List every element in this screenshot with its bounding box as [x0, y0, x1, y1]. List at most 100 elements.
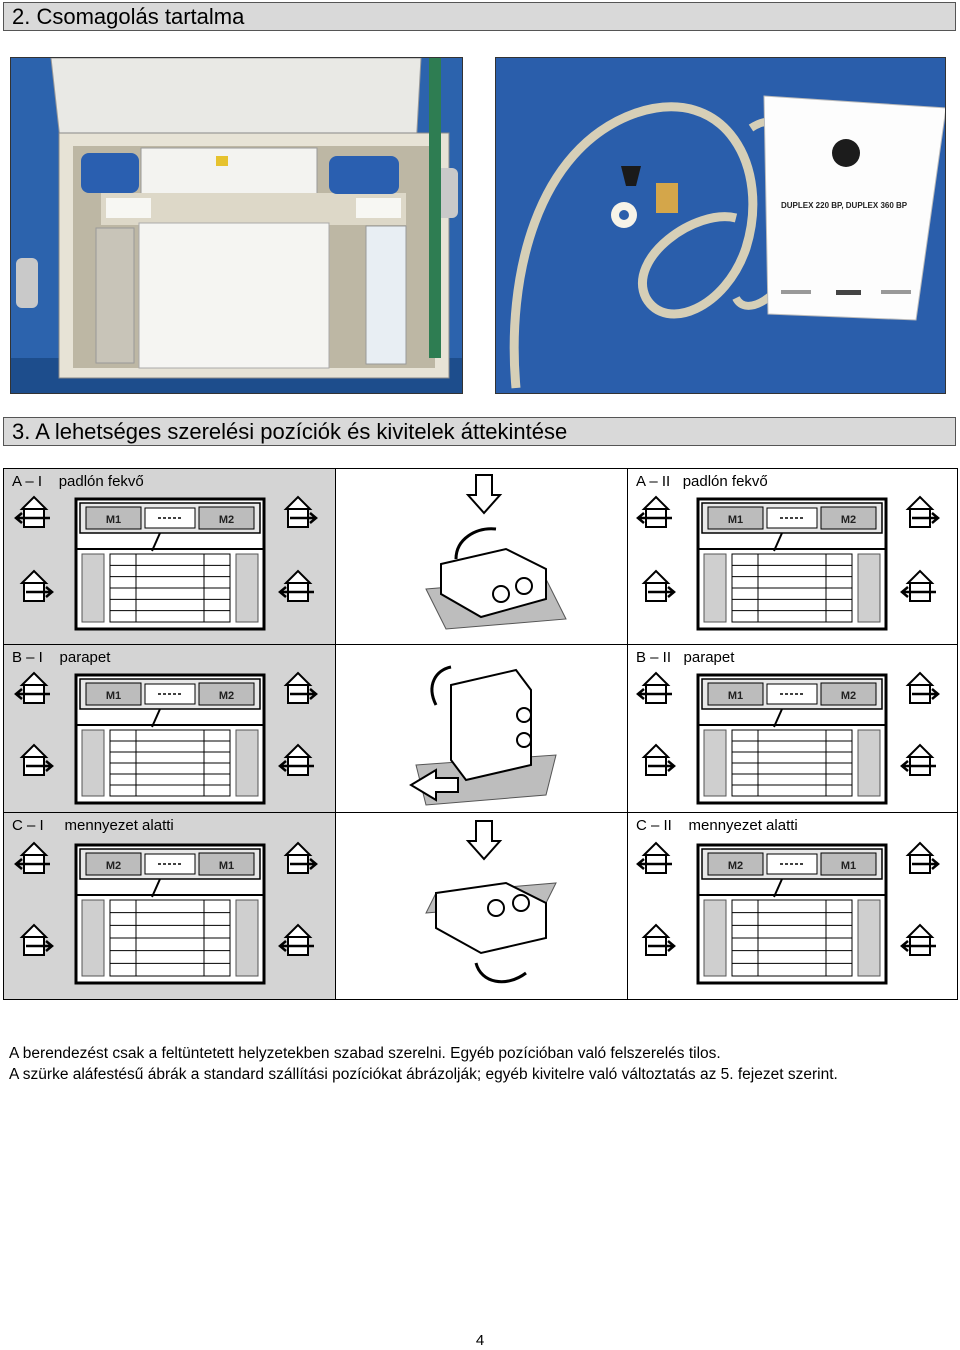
heat-exchanger — [731, 553, 853, 623]
condensate-line — [773, 532, 783, 552]
unit-box-sketch — [440, 547, 547, 619]
cell-a2: A – II padlón fekvő M1 M2 — [628, 469, 957, 645]
duct-port-icon — [900, 923, 936, 956]
motor-box: M1 — [85, 506, 142, 530]
duct-port-icon — [14, 495, 50, 528]
diagram-c1: M2 M1 — [14, 841, 318, 985]
heat-exchanger — [731, 899, 853, 977]
cell-b2: B – II parapet M1 M2 — [628, 645, 957, 813]
filter-left — [703, 553, 727, 623]
duct-port-icon — [905, 841, 940, 874]
condensate-line — [151, 532, 161, 552]
page-number: 4 — [475, 1332, 485, 1349]
section-3-heading: 3. A lehetséges szerelési pozíciók és ki… — [3, 417, 956, 446]
motor-box: M2 — [198, 506, 255, 530]
duct-port-icon — [19, 743, 54, 776]
orientation-floor-diagram — [425, 474, 567, 630]
duct-port-icon — [641, 923, 676, 956]
rotation-arrow-icon — [474, 962, 527, 984]
label-a1: A – I padlón fekvő — [12, 473, 144, 490]
unit-photo-image — [11, 58, 462, 393]
motor-box: M2 — [198, 682, 255, 706]
filter-left — [81, 729, 105, 797]
body-line-2: A szürke aláfestésű ábrák a standard szá… — [9, 1066, 838, 1083]
duct-port-icon — [900, 569, 936, 602]
diagram-a2: M1 M2 — [636, 495, 940, 631]
cell-c-orientation — [336, 813, 628, 999]
direction-arrow-icon — [409, 768, 459, 802]
rotation-arrow-icon — [454, 527, 497, 560]
motor-label: M2 — [219, 514, 234, 526]
motor-label: M2 — [728, 860, 743, 872]
diagram-b2: M1 M2 — [636, 671, 940, 805]
motor-label: M2 — [106, 860, 121, 872]
cell-b-orientation — [336, 645, 628, 813]
motor-label: M2 — [841, 690, 856, 702]
unit-box-sketch — [435, 881, 547, 955]
filter-right — [857, 899, 881, 977]
motor-label: M1 — [106, 690, 121, 702]
motor-label: M2 — [841, 514, 856, 526]
condensate-line — [773, 708, 783, 728]
heat-exchanger — [109, 553, 231, 623]
section-2-heading: 2. Csomagolás tartalma — [3, 2, 956, 31]
manual-title: DUPLEX 220 BP, DUPLEX 360 BP — [781, 201, 908, 210]
motor-label: M1 — [728, 514, 743, 526]
filter-left — [703, 899, 727, 977]
label-a2: A – II padlón fekvő — [636, 473, 768, 490]
motor-box: M1 — [707, 682, 764, 706]
orientation-wall-diagram — [409, 665, 557, 806]
duct-port-icon — [900, 743, 936, 776]
duct-port-icon — [641, 743, 676, 776]
label-b2: B – II parapet — [636, 649, 735, 666]
direction-arrow-icon — [465, 820, 503, 861]
direction-arrow-icon — [465, 474, 503, 515]
duct-port-icon — [636, 495, 672, 528]
motor-box: M1 — [707, 506, 764, 530]
motor-label: M2 — [219, 690, 234, 702]
motor-box: M2 — [85, 852, 142, 876]
motor-box: M1 — [820, 852, 877, 876]
filter-right — [857, 553, 881, 623]
motor-label: M1 — [219, 860, 234, 872]
duct-port-icon — [283, 495, 318, 528]
cell-c1: C – I mennyezet alatti M2 M1 — [4, 813, 336, 999]
diagram-b1: M1 M2 — [14, 671, 318, 805]
motor-box: M2 — [820, 506, 877, 530]
duct-port-icon — [636, 841, 672, 874]
label-b1: B – I parapet — [12, 649, 111, 666]
motor-label: M1 — [106, 514, 121, 526]
cell-c2: C – II mennyezet alatti M2 M1 — [628, 813, 957, 999]
duct-port-icon — [19, 923, 54, 956]
condensate-line — [773, 878, 783, 898]
cell-a1: A – I padlón fekvő M1 M2 — [4, 469, 336, 645]
filter-right — [235, 899, 259, 977]
unit-photo — [10, 57, 463, 394]
duct-port-icon — [905, 495, 940, 528]
accessories-photo-image: DUPLEX 220 BP, DUPLEX 360 BP — [496, 58, 945, 393]
rotation-arrow-icon — [430, 665, 452, 706]
duct-port-icon — [278, 569, 314, 602]
condensate-line — [151, 878, 161, 898]
filter-right — [235, 553, 259, 623]
duct-port-icon — [278, 743, 314, 776]
condensate-line — [151, 708, 161, 728]
label-c1: C – I mennyezet alatti — [12, 817, 174, 834]
motor-box: M1 — [85, 682, 142, 706]
filter-right — [857, 729, 881, 797]
diagram-a1: M1 M2 — [14, 495, 318, 631]
label-c2: C – II mennyezet alatti — [636, 817, 798, 834]
orientation-ceiling-diagram — [425, 820, 557, 984]
heat-exchanger — [109, 729, 231, 797]
body-line-1: A berendezést csak a feltüntetett helyze… — [9, 1045, 721, 1062]
unit-box-sketch — [450, 668, 532, 782]
heat-exchanger — [109, 899, 231, 977]
duct-port-icon — [905, 671, 940, 704]
motor-label: M1 — [841, 860, 856, 872]
duct-port-icon — [278, 923, 314, 956]
duct-port-icon — [14, 841, 50, 874]
filter-left — [81, 899, 105, 977]
motor-box: M2 — [820, 682, 877, 706]
heat-exchanger — [731, 729, 853, 797]
